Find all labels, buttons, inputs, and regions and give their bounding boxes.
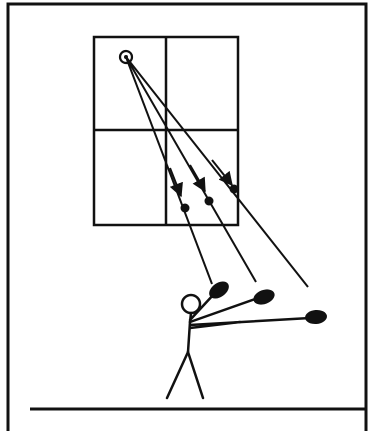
ray-2 bbox=[125, 56, 257, 283]
ray-dots bbox=[180, 184, 239, 213]
ray-3 bbox=[125, 56, 309, 288]
figure-arm-middle bbox=[188, 296, 260, 324]
ray-arrow-1 bbox=[169, 167, 183, 198]
figure-arm-lower bbox=[188, 320, 242, 330]
ray-arrow-3 bbox=[211, 159, 233, 187]
window-grid bbox=[92, 35, 240, 227]
ball-3 bbox=[305, 309, 327, 325]
outer-frame bbox=[6, 2, 368, 431]
ball-2 bbox=[253, 289, 275, 305]
ray-dot-2 bbox=[204, 196, 214, 206]
ray-arrows bbox=[169, 159, 233, 198]
figure-right-leg bbox=[186, 350, 205, 400]
ray-arrow-2 bbox=[189, 164, 206, 193]
ray-dot-1 bbox=[180, 203, 190, 213]
paddle-balls bbox=[209, 281, 327, 325]
ray-1 bbox=[125, 56, 213, 285]
light-source-ring bbox=[118, 49, 134, 65]
stick-figure bbox=[165, 292, 312, 400]
figure-torso bbox=[186, 320, 192, 354]
figure-left-leg bbox=[165, 350, 190, 400]
ray-dot-3 bbox=[229, 184, 239, 194]
light-rays bbox=[125, 56, 309, 288]
figure-arm-forward bbox=[188, 316, 312, 327]
ball-1 bbox=[209, 281, 229, 299]
figure-arm-upper bbox=[188, 292, 216, 322]
